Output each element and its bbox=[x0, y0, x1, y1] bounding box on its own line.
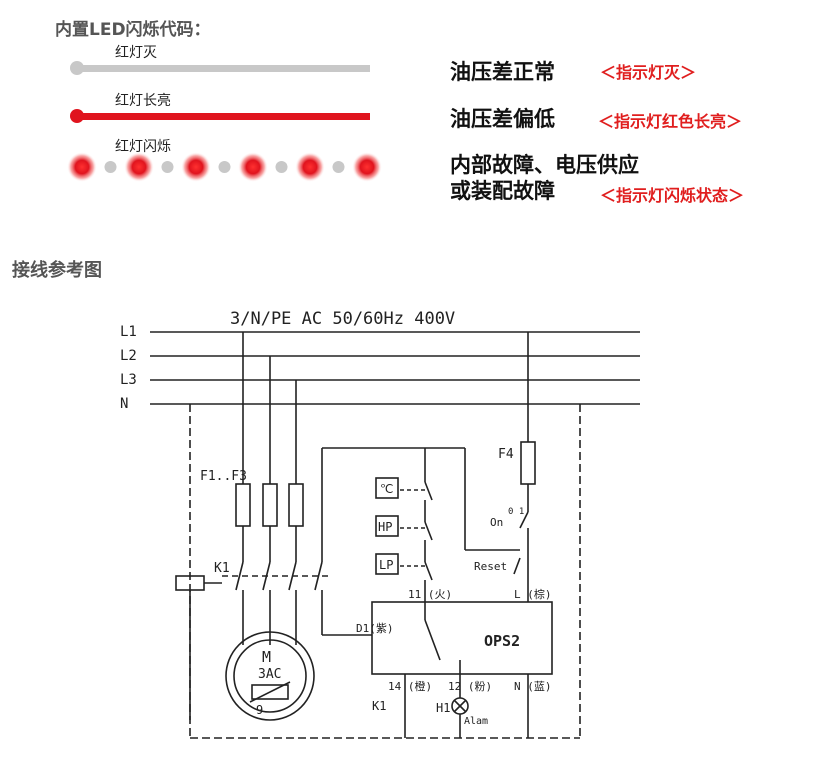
switch-temp-label: ℃ bbox=[380, 482, 393, 496]
bus-label-l1: L1 bbox=[120, 324, 137, 340]
lamp-label: H1 bbox=[436, 701, 450, 715]
switch-lp-label: LP bbox=[379, 558, 393, 572]
led-state-off-label: 红灯灭 bbox=[115, 45, 157, 61]
led-state-on-label: 红灯长亮 bbox=[115, 93, 171, 109]
bus-label-l3: L3 bbox=[120, 372, 137, 388]
led-off-meaning: 油压差正常 bbox=[450, 60, 555, 84]
reset-label: Reset bbox=[474, 560, 507, 573]
led-blink-dot-off bbox=[332, 161, 345, 173]
led-blink-dot-on bbox=[124, 152, 154, 182]
alarm-label: Alam bbox=[464, 716, 488, 727]
module-label: OPS2 bbox=[484, 632, 520, 650]
contactor-coil-label: K1 bbox=[372, 699, 386, 713]
led-on-note: ＜指示灯红色长亮＞ bbox=[598, 112, 743, 131]
on-label: On bbox=[490, 516, 503, 529]
fuse-ctrl-label: F4 bbox=[498, 447, 514, 462]
wiring-diagram: 3/N/PE AC 50/60Hz 400V L1 L2 L3 N F1..F3… bbox=[120, 309, 640, 739]
led-blink-sequence bbox=[67, 152, 382, 182]
motor-label: M bbox=[262, 648, 271, 666]
terminal-d1-label: D1(紫) bbox=[356, 622, 394, 635]
terminal-l-label: L (棕) bbox=[514, 587, 552, 601]
terminal-12-label: 12 (粉) bbox=[448, 680, 492, 693]
led-state-blink-label: 红灯闪烁 bbox=[115, 139, 171, 155]
bus-label-l2: L2 bbox=[120, 348, 137, 364]
motor-type-label: 3AC bbox=[258, 667, 281, 682]
led-off-bar bbox=[70, 61, 370, 75]
led-on-bar bbox=[70, 109, 370, 123]
on-number-label: 0 1 bbox=[508, 507, 524, 517]
led-blink-note: ＜指示灯闪烁状态＞ bbox=[600, 186, 745, 205]
terminal-11-label: 11 (火) bbox=[408, 588, 452, 601]
led-blink-meaning-line1: 内部故障、电压供应 bbox=[450, 153, 639, 177]
led-blink-dot-on bbox=[295, 152, 325, 182]
led-blink-dot-off bbox=[104, 161, 117, 173]
led-blink-dot-on bbox=[181, 152, 211, 182]
led-blink-meaning-line2: 或装配故障 bbox=[450, 179, 555, 203]
terminal-n-label: N (蓝) bbox=[514, 680, 552, 693]
contactor-label: K1 bbox=[214, 561, 230, 576]
led-blink-dot-off bbox=[275, 161, 288, 173]
led-off-note: ＜指示灯灭＞ bbox=[600, 63, 697, 82]
motor-pin-label: 9 bbox=[256, 703, 263, 717]
fuses-main-label: F1..F3 bbox=[200, 469, 247, 484]
led-blink-dot-on bbox=[352, 152, 382, 182]
led-blink-dot-off bbox=[161, 161, 174, 173]
led-blink-dot-off bbox=[218, 161, 231, 173]
terminal-14-label: 14 (橙) bbox=[388, 679, 432, 693]
bus-label-n: N bbox=[120, 396, 128, 412]
led-blink-dot-on bbox=[67, 152, 97, 182]
wiring-section-title: 接线参考图 bbox=[12, 260, 102, 281]
switch-hp-label: HP bbox=[378, 520, 392, 534]
led-blink-dot-on bbox=[238, 152, 268, 182]
led-section-title: 内置LED闪烁代码： bbox=[55, 20, 211, 40]
supply-label: 3/N/PE AC 50/60Hz 400V bbox=[230, 309, 455, 329]
led-on-meaning: 油压差偏低 bbox=[450, 107, 555, 131]
